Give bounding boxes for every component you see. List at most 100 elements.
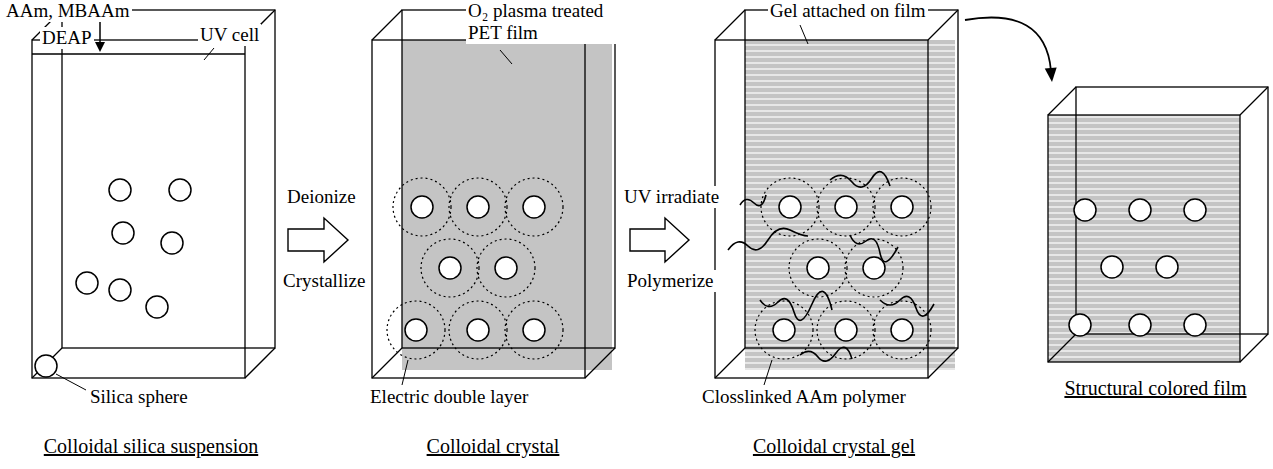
silica-sphere-part bbox=[779, 196, 801, 218]
double-layer-part bbox=[845, 239, 903, 297]
silica-sphere-part bbox=[411, 196, 433, 218]
silica-sphere-part bbox=[495, 257, 517, 279]
double-layer bbox=[755, 178, 931, 359]
double-layer-part bbox=[873, 178, 931, 236]
annotation-label: Crystallize bbox=[281, 270, 367, 292]
stage-caption: Colloidal silica suspension bbox=[42, 435, 260, 458]
arrow-head bbox=[1045, 68, 1057, 82]
silica-sphere-part bbox=[112, 222, 134, 244]
uv-cell-part bbox=[745, 10, 958, 348]
process-arrow bbox=[965, 17, 1057, 82]
uv-cell-part bbox=[372, 10, 402, 40]
polymer-chain-part bbox=[728, 228, 808, 250]
silica-sphere-part bbox=[169, 179, 191, 201]
annotation-label: UV cell bbox=[198, 24, 261, 46]
double-layer-part bbox=[449, 301, 507, 359]
double-layer-part bbox=[393, 178, 451, 236]
silica-sphere-part bbox=[523, 319, 545, 341]
silica-sphere-part bbox=[1129, 199, 1151, 221]
silica-sphere-part bbox=[35, 355, 57, 377]
uv-cell-part bbox=[245, 348, 275, 378]
double-layer-part bbox=[761, 178, 819, 236]
double-layer-part bbox=[477, 239, 535, 297]
uv-cell-part bbox=[715, 10, 745, 40]
uv-cell-part bbox=[32, 53, 245, 54]
double-layer bbox=[387, 178, 563, 359]
uv-cell-part bbox=[62, 10, 275, 348]
stage-caption: Colloidal crystal gel bbox=[751, 435, 917, 458]
uv-cell-part bbox=[32, 40, 245, 378]
stage-caption: Colloidal crystal bbox=[425, 435, 562, 458]
process-arrow bbox=[288, 218, 348, 262]
silica-sphere-part bbox=[1101, 256, 1123, 278]
silica-sphere-part bbox=[146, 296, 168, 318]
uv-cell-part bbox=[585, 348, 615, 378]
film-outline-part bbox=[1240, 334, 1268, 362]
silica-sphere-part bbox=[835, 319, 857, 341]
uv-cell-part bbox=[32, 348, 62, 378]
leader-line bbox=[500, 50, 512, 64]
silica-sphere-part bbox=[891, 196, 913, 218]
polymer-chain-part bbox=[740, 195, 766, 206]
silica-sphere-part bbox=[161, 232, 183, 254]
annotation-label: Closslinked AAm polymer bbox=[700, 386, 908, 408]
double-layer-part bbox=[505, 178, 563, 236]
polymer-chain-part bbox=[760, 291, 832, 320]
double-layer-part bbox=[789, 239, 847, 297]
silica-sphere-part bbox=[467, 196, 489, 218]
leader-line bbox=[764, 360, 772, 385]
block-arrow bbox=[630, 218, 689, 262]
annotation-label: Gel attached on film bbox=[768, 0, 928, 22]
annotation-label: Deionize bbox=[285, 186, 358, 208]
silica-sphere bbox=[405, 196, 545, 341]
annotation-label: UV irradiate bbox=[622, 186, 721, 208]
leader-line bbox=[204, 48, 214, 60]
film-outline-part bbox=[1048, 334, 1076, 362]
uv-cell-part bbox=[372, 40, 585, 378]
silica-sphere-part bbox=[467, 319, 489, 341]
annotation-label: O₂ plasma treated PET film bbox=[466, 0, 630, 44]
structural-film bbox=[1048, 115, 1240, 362]
silica-sphere-part bbox=[773, 319, 795, 341]
uv-cell-part bbox=[928, 10, 958, 40]
block-arrow bbox=[288, 218, 348, 262]
film-outline-part bbox=[1048, 115, 1240, 362]
process-arrow bbox=[630, 218, 689, 262]
double-layer-part bbox=[387, 301, 445, 359]
silica-sphere bbox=[1069, 199, 1206, 336]
double-layer-part bbox=[421, 239, 479, 297]
annotation-label: Polymerize bbox=[625, 270, 716, 292]
annotation-label: Electric double layer bbox=[368, 386, 530, 408]
uv-cell bbox=[715, 10, 958, 378]
silica-sphere-part bbox=[1156, 256, 1178, 278]
reagent-arrow bbox=[99, 22, 101, 50]
silica-sphere-part bbox=[439, 257, 461, 279]
leader-line bbox=[800, 25, 808, 44]
double-layer-part bbox=[755, 301, 813, 359]
silica-sphere bbox=[35, 179, 191, 377]
silica-sphere-part bbox=[1069, 314, 1091, 336]
silica-sphere-part bbox=[1184, 199, 1206, 221]
double-layer-part bbox=[817, 301, 875, 359]
gel-film bbox=[745, 40, 955, 370]
film-outline-part bbox=[1048, 87, 1076, 115]
silica-sphere-part bbox=[835, 196, 857, 218]
uv-cell bbox=[32, 10, 275, 378]
uv-cell-part bbox=[715, 348, 745, 378]
film-outline-part bbox=[1240, 87, 1268, 115]
silica-sphere-part bbox=[1184, 314, 1206, 336]
double-layer-part bbox=[449, 178, 507, 236]
uv-cell-part bbox=[402, 10, 615, 348]
silica-sphere-part bbox=[109, 179, 131, 201]
transfer-curve bbox=[965, 17, 1051, 70]
polymer-chain bbox=[728, 172, 934, 362]
uv-cell bbox=[372, 10, 615, 378]
silica-sphere-part bbox=[405, 319, 427, 341]
silica-sphere-part bbox=[863, 257, 885, 279]
stage-cell: Structural colored film bbox=[1040, 82, 1271, 402]
film-outline bbox=[1048, 87, 1268, 362]
silica-sphere bbox=[773, 196, 913, 341]
leader-line bbox=[402, 360, 408, 385]
double-layer-part bbox=[873, 301, 931, 359]
stage-caption: Structural colored film bbox=[1062, 377, 1248, 400]
